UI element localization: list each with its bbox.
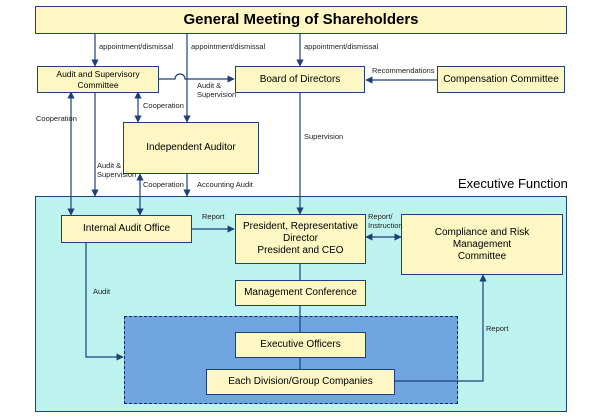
board-label: Board of Directors xyxy=(259,73,341,85)
independent-auditor[interactable]: Independent Auditor xyxy=(123,122,259,174)
label-cooperation-auditor-internal: Cooperation xyxy=(143,180,184,189)
label-supervision: Supervision xyxy=(304,132,344,141)
executive-function-title: Executive Function xyxy=(458,176,568,191)
compliance-risk-committee[interactable]: Compliance and Risk Management Committee xyxy=(401,214,563,275)
president-label-3: President and CEO xyxy=(257,245,344,256)
edge-internal-audit-divisions xyxy=(85,243,124,361)
label-recommendations: Recommendations xyxy=(372,66,435,75)
label-report-divisions-compliance: Report xyxy=(486,324,509,333)
board-of-directors[interactable]: Board of Directors xyxy=(235,66,365,93)
president-label-1: President, Representative xyxy=(242,221,359,232)
executive-officers[interactable]: Executive Officers xyxy=(235,332,366,358)
label-audit: Audit xyxy=(93,287,111,296)
label-cooperation-asc-auditor: Cooperation xyxy=(143,101,184,110)
internal-audit-office[interactable]: Internal Audit Office xyxy=(61,215,192,243)
label-audit-supervision-exec: Audit & Supervision xyxy=(97,161,137,179)
audit-supervisory-committee[interactable]: Audit and Supervisory Committee xyxy=(37,66,159,93)
management-conference[interactable]: Management Conference xyxy=(235,280,366,306)
asc-label: Audit and Supervisory Committee xyxy=(56,69,140,90)
edge-divisions-compliance xyxy=(395,274,487,382)
label-appointment-auditor: appointment/dismissal xyxy=(191,42,266,51)
label-appointment-board: appointment/dismissal xyxy=(304,42,379,51)
president-ceo[interactable]: President, Representative Director Presi… xyxy=(235,214,366,264)
mgmt-conf-label: Management Conference xyxy=(244,287,357,298)
label-accounting-audit: Accounting Audit xyxy=(197,180,253,189)
label-cooperation-asc-internal: Cooperation xyxy=(36,114,77,123)
compensation-label: Compensation Committee xyxy=(443,73,559,85)
president-label-2: Director xyxy=(282,233,318,244)
general-meeting-of-shareholders[interactable]: General Meeting of Shareholders xyxy=(35,6,567,34)
compensation-committee[interactable]: Compensation Committee xyxy=(437,66,565,93)
compliance-label-2: Committee xyxy=(457,250,507,262)
exec-officers-label: Executive Officers xyxy=(260,339,341,350)
gms-label: General Meeting of Shareholders xyxy=(183,11,419,28)
label-report-internal-president: Report xyxy=(202,212,225,221)
label-report-instruction: Report/ Instruction xyxy=(368,212,403,230)
divisions-label: Each Division/Group Companies xyxy=(228,376,373,387)
each-division-group-companies[interactable]: Each Division/Group Companies xyxy=(206,369,395,395)
internal-audit-label: Internal Audit Office xyxy=(82,223,171,234)
label-appointment-asc: appointment/dismissal xyxy=(99,42,174,51)
compliance-label-1: Compliance and Risk Management xyxy=(434,226,530,250)
edge-asc-board xyxy=(158,73,235,83)
auditor-label: Independent Auditor xyxy=(146,142,236,153)
label-audit-supervision-board: Audit & Supervision xyxy=(197,81,237,99)
